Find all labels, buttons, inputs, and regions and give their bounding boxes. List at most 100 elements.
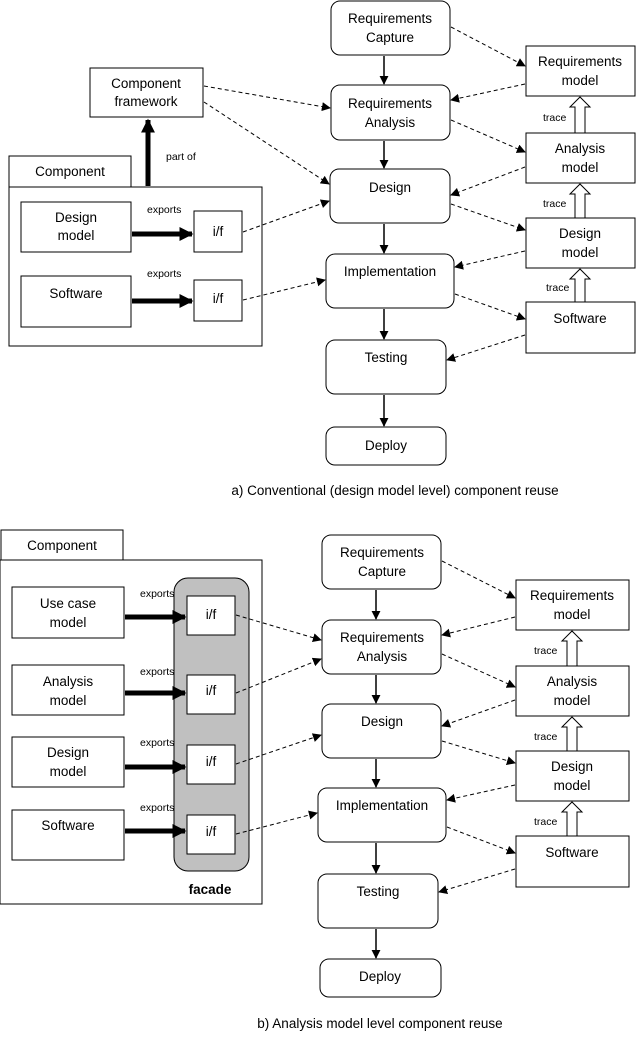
design-box-a (329, 168, 451, 224)
design-model-right-a-label-1: Design (559, 226, 601, 241)
trace-label-a3: trace (546, 282, 570, 294)
interface-box-a2 (193, 279, 243, 322)
implementation-box-b (317, 787, 447, 843)
analysis-model-box-right-b (515, 665, 630, 717)
dashed-arrow-a2 (450, 83, 526, 103)
trace-label-b3: trace (534, 816, 558, 828)
interface-a2-label: i/f (213, 291, 224, 306)
implementation-b-label: Implementation (336, 798, 428, 813)
req-model-b-label-1: Requirements (530, 588, 614, 603)
interface-box-b1 (186, 595, 236, 636)
trace-arrow-a3 (568, 268, 592, 303)
use-case-model-box (11, 586, 125, 639)
part-b: Component facade Use case model exports … (0, 529, 630, 1031)
analysis-model-b-label-2: model (50, 693, 87, 708)
dashed-arrow-a11 (242, 199, 330, 233)
req-analysis-a-label-2: Analysis (365, 115, 416, 130)
dashed-arrow-a8 (446, 334, 526, 362)
exports-label-b3: exports (140, 737, 174, 749)
design-model-right-b-label-1: Design (551, 759, 593, 774)
deploy-box-b (319, 958, 442, 998)
analysis-model-right-b-label-1: Analysis (547, 674, 598, 689)
req-model-box-a (525, 45, 636, 97)
analysis-model-box-a (525, 132, 636, 184)
software-box-b (11, 809, 125, 861)
component-tab-a-label: Component (35, 164, 105, 179)
req-model-b-label-2: model (554, 607, 591, 622)
dashed-arrow-b10 (235, 657, 322, 694)
req-model-a-label-2: model (562, 73, 599, 88)
dashed-arrow-a12 (242, 277, 326, 301)
exports-label-a1: exports (147, 204, 181, 216)
dashed-arrow-b7 (446, 826, 516, 855)
interface-box-b3 (186, 744, 236, 785)
component-tab-b (0, 529, 124, 561)
exports-label-b2: exports (140, 666, 174, 678)
interface-b1-label: i/f (206, 607, 217, 622)
design-model-a-label-2: model (58, 228, 95, 243)
req-analysis-box-b (321, 619, 442, 675)
caption-b: b) Analysis model level component reuse (257, 1016, 502, 1031)
trace-arrow-a2 (568, 183, 592, 219)
design-model-box-b (11, 736, 125, 788)
interface-b3-label: i/f (206, 754, 217, 769)
req-capture-box-b (321, 534, 442, 590)
dashed-arrow-b4 (441, 699, 516, 728)
trace-label-b1: trace (534, 645, 558, 657)
software-model-b-label: Software (545, 845, 598, 860)
dashed-arrow-b1 (441, 560, 516, 599)
dashed-arrow-a1 (450, 26, 526, 67)
software-b-label: Software (41, 818, 94, 833)
design-model-box-a (20, 201, 132, 253)
dashed-arrow-b5 (441, 740, 516, 765)
req-capture-box-a (330, 0, 451, 56)
trace-label-b2: trace (534, 731, 558, 743)
component-framework-label-2: framework (114, 94, 177, 109)
design-box-b (321, 703, 442, 759)
dashed-arrow-b8 (438, 868, 516, 894)
component-container-a (8, 186, 263, 347)
analysis-model-right-b-label-2: model (554, 693, 591, 708)
analysis-model-box-b (11, 664, 125, 716)
trace-arrow-b1 (560, 630, 584, 667)
caption-a: a) Conventional (design model level) com… (231, 483, 558, 498)
facade-panel (173, 577, 250, 872)
analysis-model-b-label-1: Analysis (43, 674, 94, 689)
dashed-arrow-b11 (235, 733, 322, 765)
software-model-box-a (525, 301, 636, 354)
dashed-arrow-a10 (203, 101, 330, 185)
design-model-b-label-2: model (50, 764, 87, 779)
testing-box-a (325, 339, 447, 395)
interface-box-a1 (193, 210, 243, 253)
trace-label-a2: trace (543, 198, 567, 210)
exports-label-a2: exports (147, 268, 181, 280)
design-model-right-b-label-2: model (554, 778, 591, 793)
design-a-label: Design (369, 180, 411, 195)
req-capture-a-label-2: Capture (366, 30, 414, 45)
implementation-a-label: Implementation (344, 264, 436, 279)
component-framework-label-1: Component (111, 76, 181, 91)
testing-b-label: Testing (357, 884, 400, 899)
dashed-arrow-a5 (450, 203, 526, 232)
dashed-arrow-b6 (446, 784, 516, 803)
use-case-model-label-2: model (50, 615, 87, 630)
req-model-box-b (515, 579, 630, 631)
dashed-arrow-a7 (454, 293, 526, 321)
interface-a1-label: i/f (213, 224, 224, 239)
use-case-model-label-1: Use case (40, 596, 96, 611)
component-framework-box (89, 67, 204, 118)
analysis-model-a-label-1: Analysis (555, 141, 606, 156)
req-capture-b-label-1: Requirements (340, 545, 424, 560)
analysis-model-a-label-2: model (562, 160, 599, 175)
implementation-box-a (325, 253, 455, 309)
trace-arrow-a1 (568, 96, 592, 134)
deploy-b-label: Deploy (359, 969, 401, 984)
component-container-b (0, 559, 263, 905)
facade-label: facade (189, 882, 232, 897)
trace-arrow-b2 (560, 716, 584, 752)
design-model-right-a-label-2: model (562, 245, 599, 260)
design-model-b-label-1: Design (47, 745, 89, 760)
software-box-a (20, 275, 132, 328)
req-analysis-b-label-2: Analysis (357, 649, 408, 664)
